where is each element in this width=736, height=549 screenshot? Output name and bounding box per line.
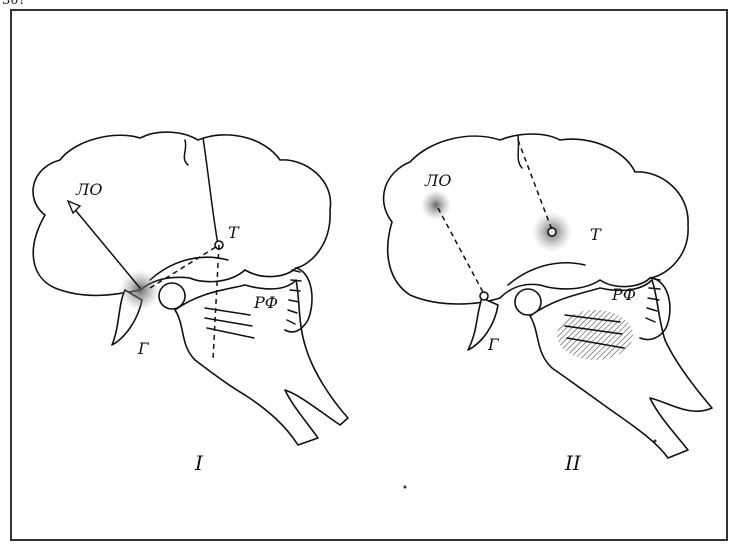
thalamus-node-ii: [548, 228, 556, 236]
label-t-ii: Т: [590, 225, 602, 244]
print-speck: [404, 486, 407, 489]
label-lo-ii: ЛО: [424, 171, 451, 190]
cortex-spot-ii: [421, 190, 451, 220]
label-g-ii: Г: [487, 335, 500, 354]
cerebrum-outline-ii: [384, 134, 689, 304]
hypothalamus-node-ii: [480, 292, 488, 300]
brain-diagram-i: ЛО Т Г РФ I: [33, 132, 348, 475]
label-t-i: Т: [228, 223, 240, 242]
numeral-ii: II: [564, 451, 582, 475]
reticular-formation-hatch-ii: [557, 310, 633, 360]
print-speck: [654, 440, 657, 443]
brain-diagram-ii: ЛО Т Г РФ II: [384, 134, 712, 475]
brainstem-ii: [530, 280, 712, 458]
numeral-i: I: [194, 451, 204, 475]
hypothalamus-spot-i: [120, 270, 160, 310]
label-g-i: Г: [137, 339, 150, 358]
label-rf-i: РФ: [253, 293, 278, 312]
label-lo-i: ЛО: [75, 180, 102, 199]
label-rf-ii: РФ: [611, 285, 636, 304]
